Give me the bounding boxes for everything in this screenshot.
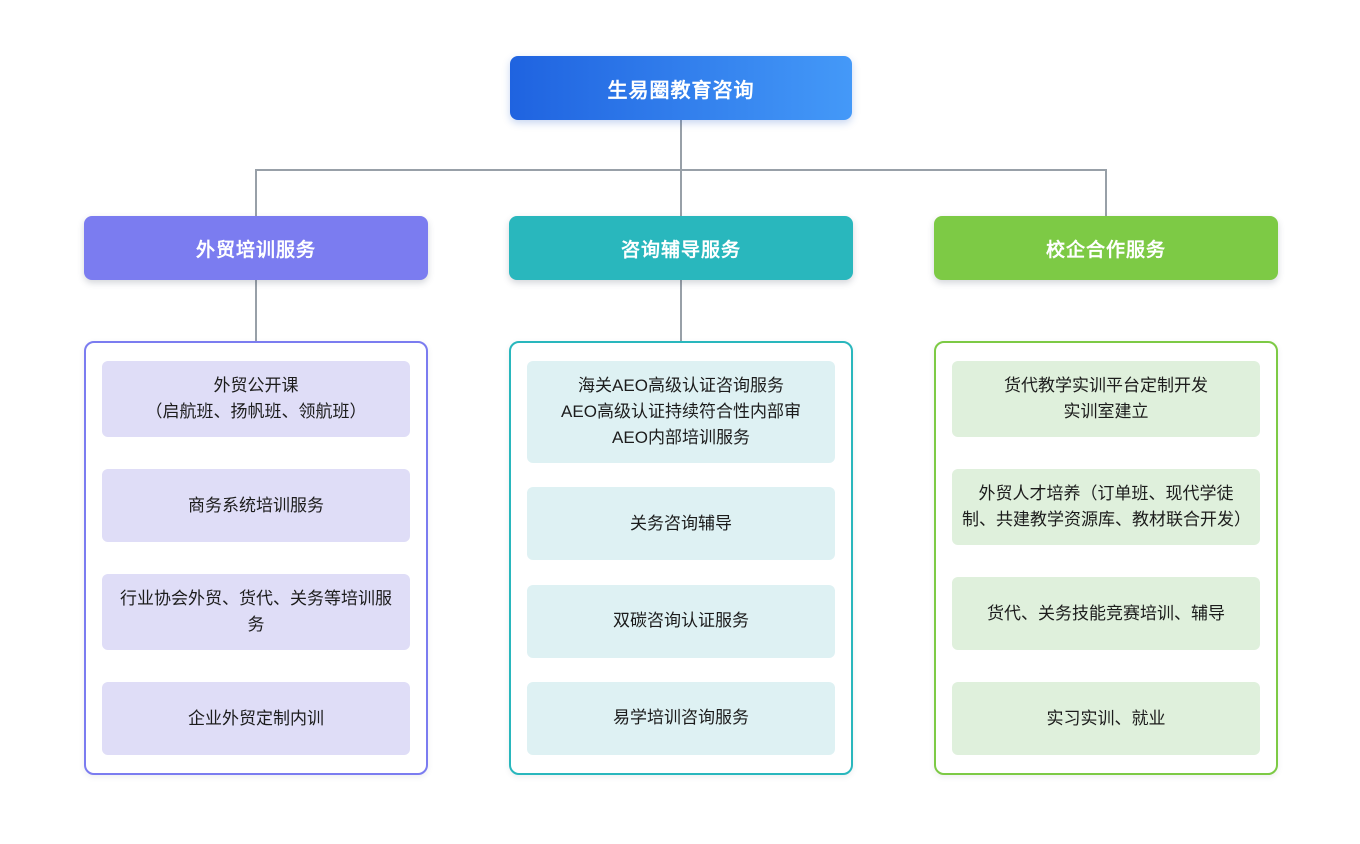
node-item: 货代、关务技能竞赛培训、辅导 <box>952 577 1260 650</box>
node-line: 外贸人才培养（订单班、现代学徒制、共建教学资源库、教材联合开发） <box>962 484 1251 529</box>
branch-header-label: 外贸培训服务 <box>195 239 316 261</box>
node-line: 易学培训咨询服务 <box>613 708 749 728</box>
node-item: 实习实训、就业 <box>952 682 1260 755</box>
connector-drop-branch-3 <box>1105 169 1107 217</box>
node-line: 货代教学实训平台定制开发 <box>1004 376 1208 395</box>
branch-header-label: 校企合作服务 <box>1045 239 1166 261</box>
connector-drop-branch-2 <box>680 169 682 217</box>
node-item: 双碳咨询认证服务 <box>527 584 835 658</box>
node-line: 双碳咨询认证服务 <box>613 611 749 631</box>
node-item: 关务咨询辅导 <box>527 487 835 561</box>
node-item: 企业外贸定制内训 <box>102 682 410 755</box>
column-3: 货代教学实训平台定制开发 实训室建立 外贸人才培养（订单班、现代学徒制、共建教学… <box>934 341 1278 775</box>
node-item: 易学培训咨询服务 <box>527 681 835 755</box>
node-line: 行业协会外贸、货代、关务等培训服务 <box>120 589 392 634</box>
column-2: 海关AEO高级认证咨询服务 AEO高级认证持续符合性内部审 AEO内部培训服务 … <box>509 341 853 775</box>
node-item: 外贸公开课 （启航班、扬帆班、领航班） <box>102 361 410 437</box>
node-line: 实训室建立 <box>1063 402 1149 421</box>
node-line: 关务咨询辅导 <box>630 513 732 533</box>
node-item: 货代教学实训平台定制开发 实训室建立 <box>952 361 1260 437</box>
branch-header-label: 咨询辅导服务 <box>620 239 741 261</box>
node-line: （启航班、扬帆班、领航班） <box>145 402 367 421</box>
node-item: 商务系统培训服务 <box>102 469 410 542</box>
connector-header-container-2 <box>680 280 682 341</box>
branch-header-school-enterprise: 校企合作服务 <box>934 216 1278 280</box>
node-item: 外贸人才培养（订单班、现代学徒制、共建教学资源库、教材联合开发） <box>952 469 1260 545</box>
node-line: AEO高级认证持续符合性内部审 <box>561 402 801 421</box>
connector-root-drop <box>680 120 682 169</box>
node-line: 海关AEO高级认证咨询服务 <box>578 376 784 395</box>
node-item: 海关AEO高级认证咨询服务 AEO高级认证持续符合性内部审 AEO内部培训服务 <box>527 361 835 463</box>
node-item: 行业协会外贸、货代、关务等培训服务 <box>102 574 410 650</box>
node-line: 货代、关务技能竞赛培训、辅导 <box>987 603 1225 623</box>
node-line: 企业外贸定制内训 <box>188 708 324 728</box>
branch-header-trade-training: 外贸培训服务 <box>84 216 428 280</box>
root-node-label: 生易圈教育咨询 <box>607 79 755 102</box>
connector-header-container-1 <box>255 280 257 341</box>
column-1: 外贸公开课 （启航班、扬帆班、领航班） 商务系统培训服务 行业协会外贸、货代、关… <box>84 341 428 775</box>
node-line: 外贸公开课 <box>213 376 299 395</box>
node-line: 商务系统培训服务 <box>188 495 324 515</box>
connector-drop-branch-1 <box>255 169 257 217</box>
node-line: 实习实训、就业 <box>1046 708 1166 728</box>
node-line: AEO内部培训服务 <box>612 428 750 447</box>
branch-header-consulting: 咨询辅导服务 <box>509 216 853 280</box>
root-node: 生易圈教育咨询 <box>510 56 852 120</box>
